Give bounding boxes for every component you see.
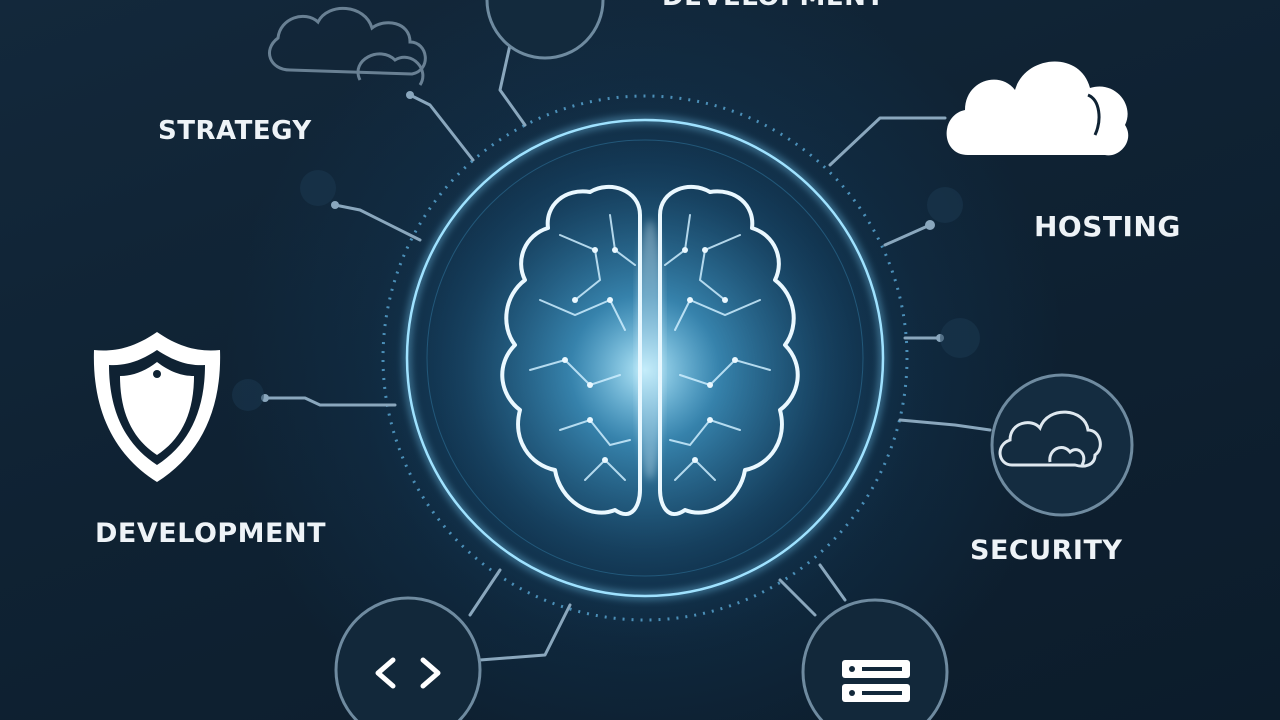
brain-nodes xyxy=(562,247,738,463)
connector-bottom-right-b xyxy=(818,563,847,602)
label-hosting: HOSTING xyxy=(1034,210,1181,243)
faint-nodes xyxy=(232,170,980,411)
server-icon xyxy=(801,598,949,720)
connector-left xyxy=(263,396,397,407)
cloud-outline-icon xyxy=(268,7,427,86)
brain-icon xyxy=(500,185,800,517)
connector-bottom-left-a xyxy=(468,568,502,617)
center-ring xyxy=(405,118,885,598)
cloud-in-circle-icon xyxy=(990,373,1134,517)
connector-cloud xyxy=(828,116,947,167)
connector-top xyxy=(498,43,527,127)
connector-strategy xyxy=(333,203,422,242)
label-development-left: DEVELOPMENT xyxy=(95,518,327,549)
code-brackets-icon xyxy=(334,596,482,720)
dotted-outer-ring xyxy=(381,94,909,622)
inner-ring xyxy=(426,139,864,577)
connector-security xyxy=(898,418,992,432)
connector-top-left xyxy=(408,93,475,162)
connector-hosting xyxy=(883,223,932,247)
connectors xyxy=(263,43,992,662)
center-light xyxy=(636,220,664,480)
label-security: SECURITY xyxy=(970,535,1123,566)
label-development-top: DEVELOPMENT xyxy=(662,0,885,12)
circle-node-icon xyxy=(485,0,605,60)
label-strategy: STRATEGY xyxy=(158,116,312,146)
connector-bottom-left-b xyxy=(478,603,572,662)
shield-icon xyxy=(93,332,221,482)
cloud-icon xyxy=(946,61,1129,156)
connector-bottom-right-a xyxy=(778,578,817,617)
